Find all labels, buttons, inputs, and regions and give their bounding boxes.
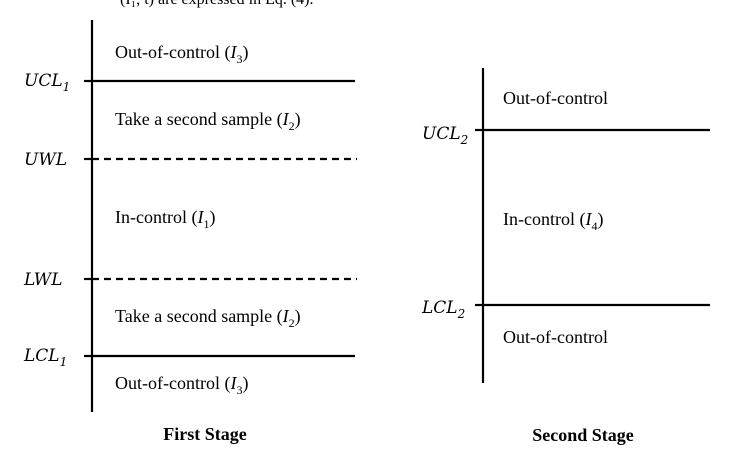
second-stage-title: Second Stage	[532, 425, 634, 445]
truncated-caption-fragment: (I₁, t) are expressed in Eq. (4).	[120, 0, 314, 8]
uwl-label: UWL	[24, 150, 67, 170]
first-stage-top-region: Out-of-control (I3)	[115, 42, 248, 66]
first-stage-bottom-region: Out-of-control (I3)	[115, 373, 248, 397]
second-stage-bottom-region: Out-of-control	[503, 327, 608, 347]
first-stage-title: First Stage	[163, 424, 246, 444]
lcl2-label: LCL2	[421, 298, 465, 321]
first-stage-lower-warning-region: Take a second sample (I2)	[115, 306, 301, 330]
ucl2-label: UCL2	[422, 124, 468, 147]
lcl1-label: LCL1	[23, 346, 67, 369]
first-stage-center-region: In-control (I1)	[115, 207, 215, 231]
second-stage-top-region: Out-of-control	[503, 88, 608, 108]
first-stage-upper-warning-region: Take a second sample (I2)	[115, 109, 301, 133]
first-stage-panel: UCL1 UWL LWL LCL1 Out-of-control (I3) Ta…	[23, 20, 357, 444]
second-stage-center-region: In-control (I4)	[503, 209, 603, 233]
second-stage-panel: UCL2 LCL2 Out-of-control In-control (I4)…	[421, 68, 710, 445]
lwl-label: LWL	[23, 270, 63, 290]
ucl1-label: UCL1	[24, 71, 70, 94]
